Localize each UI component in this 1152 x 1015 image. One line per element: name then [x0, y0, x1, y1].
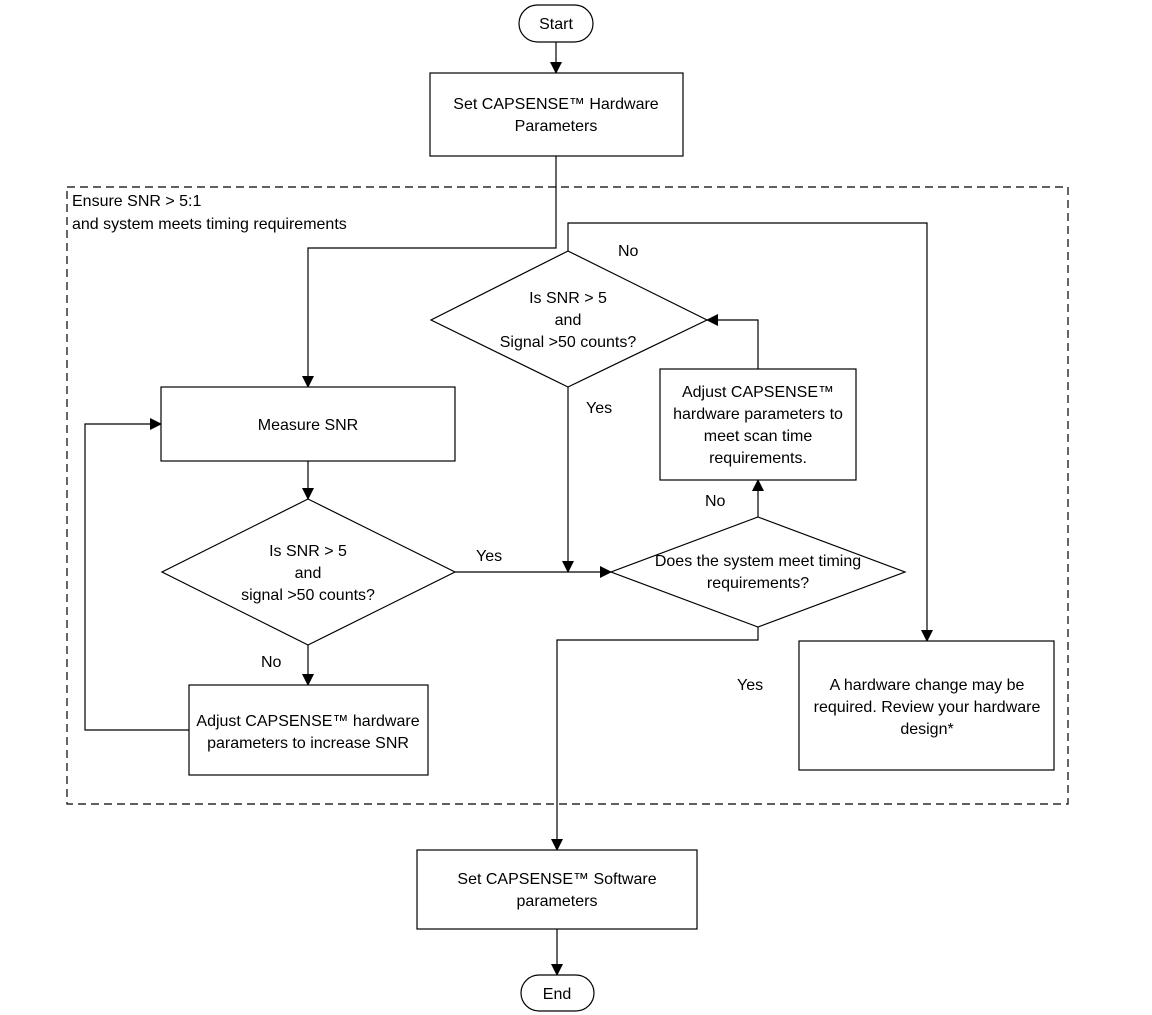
measure-snr-label: Measure SNR	[258, 417, 358, 434]
decision-snr-bottom	[160, 498, 457, 646]
decision-timing-line-2: requirements?	[707, 575, 809, 592]
group-label-line-1: Ensure SNR > 5:1	[72, 193, 202, 210]
start-label: Start	[539, 16, 573, 33]
adjust-snr-box	[188, 684, 429, 776]
arrow-adjust-scan-to-top	[706, 314, 759, 369]
decision-timing-line-1: Does the system meet timing	[655, 553, 861, 570]
decision-snr-bottom-line-1: Is SNR > 5	[269, 543, 347, 560]
label-no-timing: No	[705, 493, 726, 510]
set-sw-line-2: parameters	[517, 893, 598, 910]
decision-snr-bottom-line-3: signal >50 counts?	[241, 587, 375, 604]
adjust-scan-line-4: requirements.	[709, 450, 807, 467]
end-label: End	[543, 986, 571, 1003]
decision-snr-top-line-3: Signal >50 counts?	[500, 334, 637, 351]
start-terminal	[518, 4, 594, 43]
adjust-snr-line-1: Adjust CAPSENSE™ hardware	[196, 713, 419, 730]
hw-change-line-2: required. Review your hardware	[814, 699, 1041, 716]
arrow-timing-yes-to-set-sw	[551, 627, 759, 851]
decision-snr-top-line-1: Is SNR > 5	[529, 290, 607, 307]
decision-timing	[609, 516, 907, 628]
decision-snr-top	[429, 250, 709, 388]
hw-change-line-3: design*	[900, 721, 953, 738]
adjust-snr-line-2: parameters to increase SNR	[207, 735, 409, 752]
adjust-scan-line-1: Adjust CAPSENSE™	[682, 384, 834, 401]
snr-timing-group	[66, 186, 1069, 805]
hardware-change-box	[798, 640, 1055, 771]
adjust-scan-line-2: hardware parameters to	[673, 406, 843, 423]
adjust-scan-line-3: meet scan time	[704, 428, 813, 445]
decision-snr-top-line-2: and	[555, 312, 582, 329]
measure-snr-box	[160, 386, 456, 462]
set-hw-params-box	[429, 72, 684, 157]
end-terminal	[520, 974, 595, 1012]
set-hw-line-1: Set CAPSENSE™ Hardware	[453, 96, 659, 113]
label-yes-timing: Yes	[737, 677, 763, 694]
connectors	[84, 42, 933, 976]
adjust-scan-time-box	[659, 368, 857, 481]
arrow-set-hw-to-measure	[302, 156, 557, 388]
label-yes-top: Yes	[586, 400, 612, 417]
set-hw-line-2: Parameters	[515, 118, 598, 135]
label-no-snr-bottom: No	[261, 654, 282, 671]
label-no-top: No	[618, 243, 639, 260]
label-yes-snr-to-timing: Yes	[476, 548, 502, 565]
group-label-line-2: and system meets timing requirements	[72, 216, 347, 233]
decision-snr-bottom-line-2: and	[295, 565, 322, 582]
hw-change-line-1: A hardware change may be	[830, 677, 1025, 694]
set-sw-params-box	[416, 849, 698, 930]
arrow-top-no-to-hw-change	[567, 222, 933, 642]
arrow-adjust-back-to-measure	[84, 418, 189, 731]
set-sw-line-1: Set CAPSENSE™ Software	[457, 871, 656, 888]
